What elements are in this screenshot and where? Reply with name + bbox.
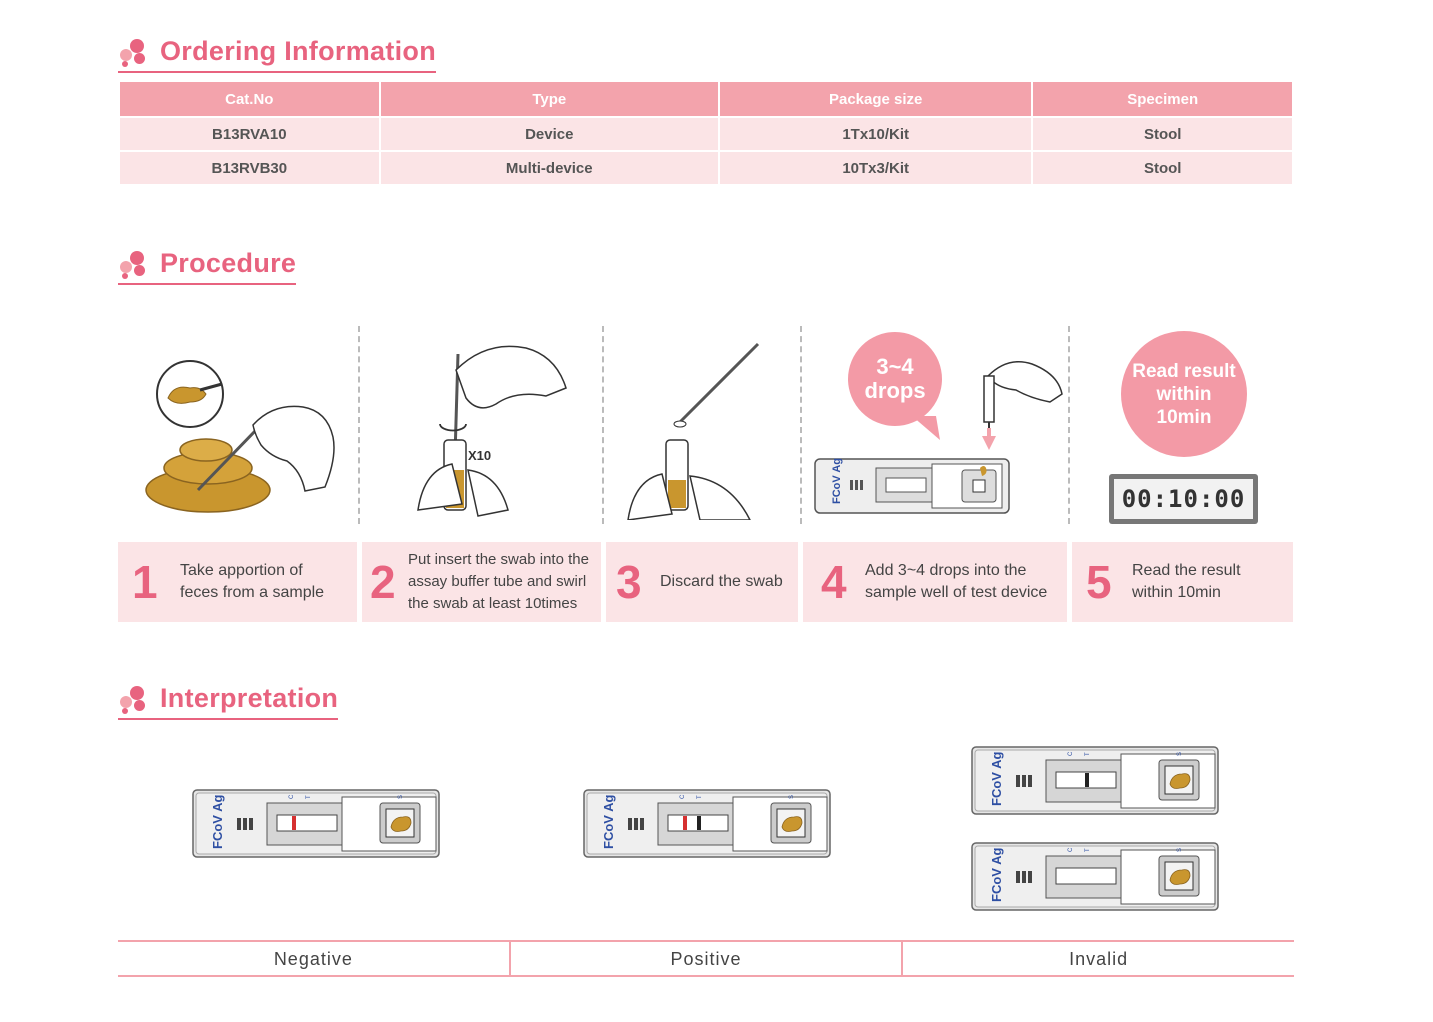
window-label-t: T — [1085, 848, 1091, 852]
result-positive: Positive — [508, 942, 902, 975]
cell: 10Tx3/Kit — [719, 150, 1032, 184]
timer-display: 00:10:00 — [1114, 479, 1253, 519]
discard-swab-illustration — [627, 342, 760, 520]
negative-device: FCoV Ag C T S — [192, 789, 440, 858]
test-device-illustration: FCoV Ag — [814, 458, 1010, 514]
step-text: assay buffer tube and swirl — [408, 573, 587, 590]
divider — [800, 326, 802, 524]
molecule-icon — [118, 249, 150, 279]
section-heading: Procedure — [160, 248, 297, 278]
cell: Device — [380, 116, 718, 150]
device-label: FCoV Ag — [831, 458, 843, 504]
result-invalid: Invalid — [901, 942, 1294, 975]
cell: 1Tx10/Kit — [719, 116, 1032, 150]
table-row: B13RVA10 Device 1Tx10/Kit Stool — [120, 116, 1292, 150]
section-title-procedure: Procedure — [118, 248, 297, 285]
bubble-tail-icon — [912, 416, 940, 440]
result-negative: Negative — [273, 949, 353, 969]
step-1: 1 Take apportion of feces from a sample — [118, 542, 357, 622]
molecule-icon — [118, 684, 150, 714]
swab-swirl-illustration: X10 — [417, 345, 567, 517]
timer-icon: 00:10:00 — [1109, 474, 1258, 524]
read-result-bubble: Read result within 10min — [1121, 331, 1247, 457]
section-heading: Interpretation — [160, 683, 339, 713]
read-bubble-line: within — [1156, 383, 1212, 405]
divider — [1068, 326, 1070, 524]
drops-bubble-line: 3~4 — [876, 354, 914, 379]
step-text: sample well of test device — [865, 584, 1048, 601]
window-label-c: C — [1068, 847, 1074, 852]
section-heading: Ordering Information — [160, 36, 436, 66]
step-text: Read the result — [1132, 562, 1241, 579]
col-header: Package size — [719, 82, 1032, 116]
read-bubble-line: 10min — [1156, 406, 1212, 428]
control-line — [292, 816, 296, 830]
device-label: FCoV Ag — [601, 795, 616, 849]
stool-sample-illustration — [145, 360, 335, 513]
control-line — [683, 816, 687, 830]
step-text: Add 3~4 drops into the — [865, 562, 1027, 579]
step-4: 4 Add 3~4 drops into the sample well of … — [803, 542, 1067, 622]
x10-label: X10 — [468, 448, 491, 463]
window-label-s: S — [1177, 752, 1183, 756]
step-5: 5 Read the result within 10min — [1072, 542, 1293, 622]
step-text: Discard the swab — [660, 573, 783, 590]
step-text: feces from a sample — [180, 584, 325, 601]
window-label-t: T — [697, 795, 703, 799]
invalid-device-1: FCoV Ag C T S — [971, 746, 1219, 815]
drops-bubble: 3~4 drops — [848, 332, 942, 426]
step-number: 3 — [616, 556, 642, 608]
window-label-t: T — [1085, 752, 1091, 756]
test-line — [1085, 773, 1089, 787]
device-label: FCoV Ag — [210, 795, 225, 849]
procedure-illustrations: X10 3~4 drops FCoV Ag Read result within — [118, 320, 1294, 530]
step-number: 1 — [132, 556, 158, 608]
step-number: 5 — [1086, 556, 1112, 608]
device-label: FCoV Ag — [989, 752, 1004, 806]
window-label-t: T — [306, 795, 312, 799]
device-label: FCoV Ag — [989, 848, 1004, 902]
cell: B13RVB30 — [120, 150, 379, 184]
drops-bubble-line: drops — [864, 378, 926, 403]
window-label-s: S — [1177, 848, 1183, 852]
positive-device: FCoV Ag C T S — [583, 789, 831, 858]
window-label-c: C — [289, 794, 295, 799]
section-title-interpretation: Interpretation — [118, 683, 339, 720]
step-2: 2 Put insert the swab into the assay buf… — [362, 542, 601, 622]
col-header: Type — [380, 82, 718, 116]
cell: Multi-device — [380, 150, 718, 184]
cell: Stool — [1033, 116, 1292, 150]
procedure-steps: 1 Take apportion of feces from a sample … — [118, 542, 1293, 622]
step-3: 3 Discard the swab — [606, 542, 798, 622]
col-header: Cat.No — [120, 82, 379, 116]
cell: Stool — [1033, 150, 1292, 184]
invalid-device-2: FCoV Ag C T S — [971, 842, 1219, 911]
step-text: Put insert the swab into the — [408, 551, 589, 568]
result-labels: Negative Positive Invalid — [118, 940, 1294, 977]
table-row: B13RVB30 Multi-device 10Tx3/Kit Stool — [120, 150, 1292, 184]
window-label-s: S — [789, 795, 795, 799]
dropper-illustration — [982, 361, 1063, 450]
cell: B13RVA10 — [120, 116, 379, 150]
window-label-c: C — [1068, 751, 1074, 756]
step-text: Take apportion of — [180, 562, 303, 579]
divider — [602, 326, 604, 524]
divider — [358, 326, 360, 524]
molecule-icon — [118, 37, 150, 67]
col-header: Specimen — [1033, 82, 1292, 116]
step-text: within 10min — [1132, 584, 1221, 601]
read-bubble-line: Read result — [1132, 360, 1236, 382]
ordering-table: Cat.No Type Package size Specimen B13RVA… — [118, 82, 1294, 184]
step-text: the swab at least 10times — [408, 595, 578, 612]
window-label-s: S — [398, 795, 404, 799]
window-label-c: C — [680, 794, 686, 799]
step-number: 2 — [370, 556, 396, 608]
step-number: 4 — [821, 556, 847, 608]
section-title-ordering: Ordering Information — [118, 36, 436, 73]
test-line — [697, 816, 701, 830]
